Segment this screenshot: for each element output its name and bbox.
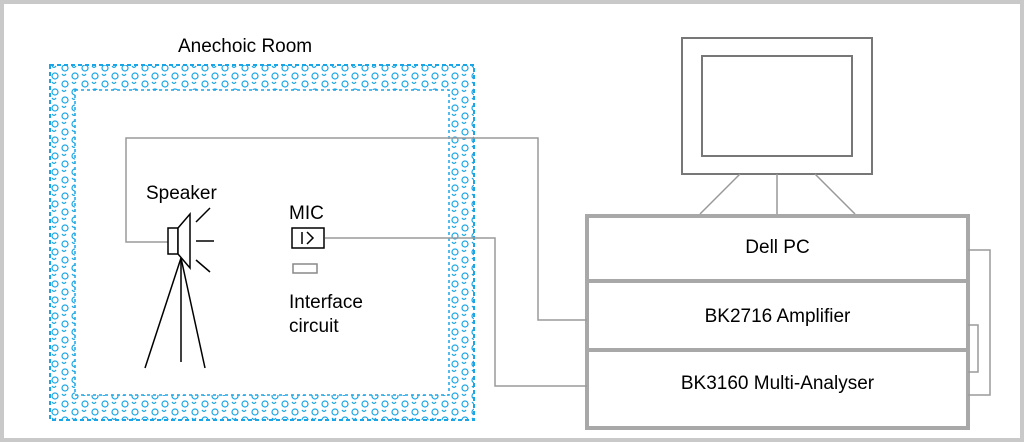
tripod-leg-right xyxy=(180,257,206,369)
anechoic-room xyxy=(49,64,475,421)
speaker xyxy=(144,207,214,369)
rack-outline xyxy=(585,214,970,430)
room-inner-edge xyxy=(74,89,450,396)
interface-label-line1: Interface xyxy=(289,292,363,313)
monitor-screen xyxy=(701,55,853,157)
speaker-body xyxy=(167,227,179,255)
equipment-rack xyxy=(585,214,970,430)
speaker-cone xyxy=(177,211,191,271)
microphone xyxy=(291,227,325,249)
unit-label-dell-pc: Dell PC xyxy=(745,237,810,258)
unit-label-analyser: BK3160 Multi-Analyser xyxy=(680,373,875,394)
mic-label: MIC xyxy=(289,203,324,224)
speaker-label: Speaker xyxy=(146,183,217,204)
mic-wire xyxy=(325,237,587,387)
unit-label-amplifier: BK2716 Amplifier xyxy=(704,306,851,327)
tripod-leg-left xyxy=(144,257,182,369)
monitor xyxy=(681,37,873,215)
foam-wall xyxy=(50,65,474,420)
interface-label-line2: circuit xyxy=(289,316,339,337)
room-outer-edge xyxy=(49,64,475,421)
mic-box xyxy=(291,227,325,249)
speaker-wire xyxy=(125,137,587,321)
wires xyxy=(125,137,587,387)
side-cables xyxy=(968,249,991,396)
monitor-bezel xyxy=(681,37,873,175)
room-label: Anechoic Room xyxy=(178,36,313,57)
interface-circuit-box xyxy=(292,263,318,274)
